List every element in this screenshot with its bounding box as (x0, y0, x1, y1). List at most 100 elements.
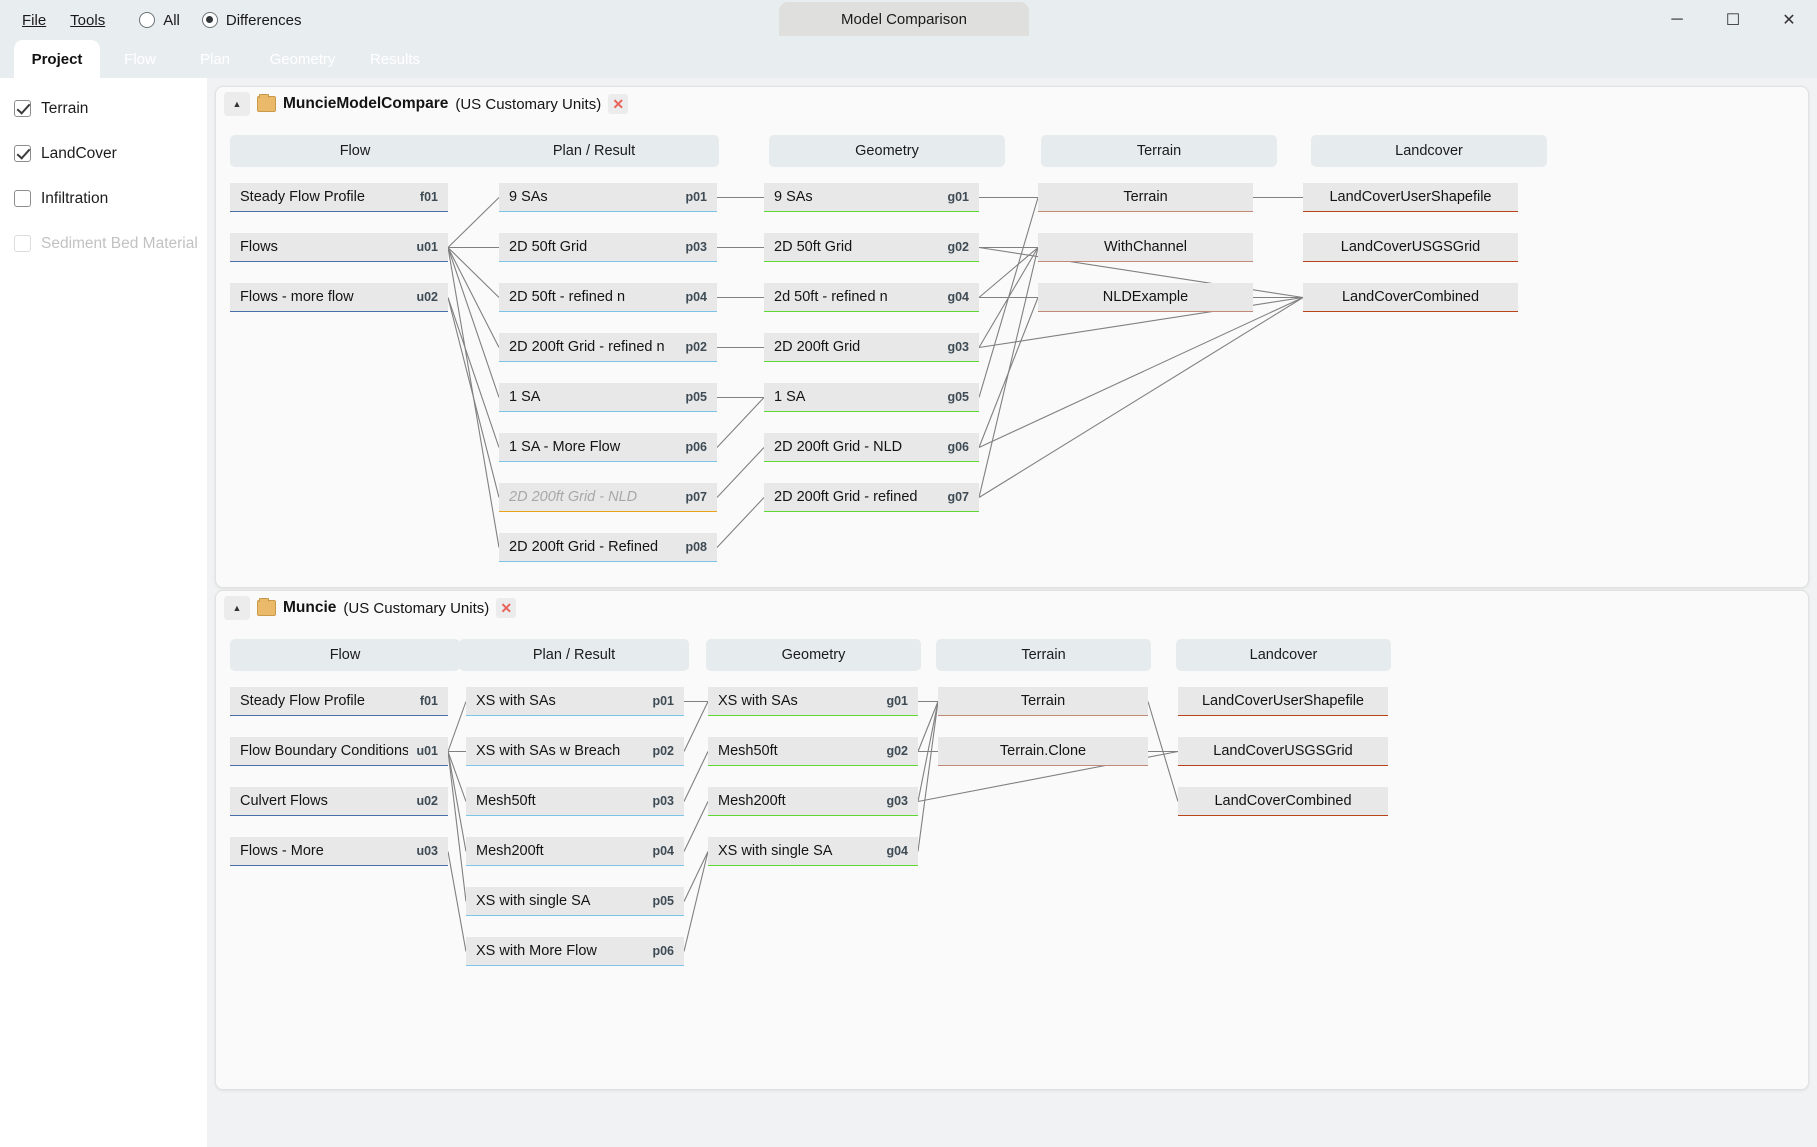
node-label: Terrain (1123, 189, 1168, 205)
tab-label: Geometry (269, 50, 336, 68)
sidebar-item-landcover[interactable]: LandCover (0, 131, 207, 176)
column-header-label: Plan / Result (552, 143, 636, 159)
node-terrain[interactable]: WithChannel (1038, 233, 1253, 262)
chevron-up-icon[interactable]: ▲ (224, 596, 250, 620)
tab-project[interactable]: Project (14, 40, 100, 78)
node-code: g04 (886, 844, 908, 858)
node-landcover[interactable]: LandCoverUSGSGrid (1178, 737, 1388, 766)
node-plan[interactable]: XS with single SA p05 (466, 887, 684, 916)
menu-file[interactable]: File (10, 8, 58, 33)
node-landcover[interactable]: LandCoverCombined (1303, 283, 1518, 312)
checkbox-icon[interactable] (14, 100, 31, 117)
sidebar-item-sediment-bed-material: Sediment Bed Material (0, 221, 207, 266)
node-terrain[interactable]: Terrain (938, 687, 1148, 716)
node-code: g03 (886, 794, 908, 808)
menu-tools-label: Tools (70, 11, 106, 29)
node-label: LandCoverCombined (1341, 289, 1480, 305)
node-terrain[interactable]: Terrain (1038, 183, 1253, 212)
sidebar-item-infiltration[interactable]: Infiltration (0, 176, 207, 221)
radio-differences-label: Differences (225, 11, 302, 29)
node-label: XS with single SA (476, 893, 591, 909)
node-code: u03 (416, 844, 438, 858)
node-label: Steady Flow Profile (240, 693, 365, 709)
panel-close-icon[interactable]: ✕ (608, 94, 629, 114)
node-code: u02 (416, 794, 438, 808)
node-label: 2D 200ft Grid - NLD (509, 489, 638, 505)
checkbox-icon[interactable] (14, 190, 31, 207)
node-landcover[interactable]: LandCoverUSGSGrid (1303, 233, 1518, 262)
tab-label: Plan (199, 50, 231, 68)
node-code: p03 (685, 240, 707, 254)
close-icon[interactable]: ✕ (1782, 12, 1796, 29)
node-code: f01 (419, 694, 438, 708)
column-header-label: Landcover (1395, 143, 1463, 159)
node-label: LandCoverUSGSGrid (1213, 743, 1353, 759)
node-terrain[interactable]: Terrain.Clone (938, 737, 1148, 766)
maximize-icon[interactable]: ☐ (1725, 12, 1741, 29)
radio-all-icon[interactable] (139, 12, 156, 28)
tab-flow[interactable]: Flow (105, 40, 175, 78)
column-header-label: Terrain (1136, 143, 1182, 159)
radio-all[interactable]: All (139, 12, 180, 29)
sidebar-item-terrain[interactable]: Terrain (0, 86, 207, 131)
node-landcover[interactable]: LandCoverUserShapefile (1303, 183, 1518, 212)
column-header-landcover: Landcover (1311, 135, 1547, 167)
node-label: 9 SAs (774, 189, 813, 205)
tab-plan[interactable]: Plan (180, 40, 250, 78)
column-header-label: Landcover (1249, 647, 1318, 663)
chevron-up-icon[interactable]: ▲ (224, 92, 250, 116)
checkbox-icon[interactable] (14, 145, 31, 162)
tab-geometry[interactable]: Geometry (255, 40, 350, 78)
node-code: p05 (652, 894, 674, 908)
tab-label: Flow (124, 50, 156, 68)
node-flow[interactable]: Steady Flow Profile f01 (230, 687, 448, 716)
radio-differences[interactable]: Differences (201, 11, 302, 29)
node-label: Terrain (1020, 693, 1066, 709)
node-landcover[interactable]: LandCoverUserShapefile (1178, 687, 1388, 716)
panel-close-icon[interactable]: ✕ (496, 598, 517, 618)
minimize-icon[interactable]: ─ (1671, 11, 1683, 28)
node-code: g05 (947, 390, 969, 404)
column-header-geometry: Geometry (769, 135, 1005, 167)
panel-header: ▲Muncie(US Customary Units)✕ (216, 591, 517, 625)
node-code: f01 (419, 190, 438, 204)
radio-differences-icon[interactable] (201, 12, 218, 28)
node-landcover[interactable]: LandCoverCombined (1178, 787, 1388, 816)
menu-tools[interactable]: Tools (58, 8, 117, 33)
node-code: u01 (416, 744, 438, 758)
node-terrain[interactable]: NLDExample (1038, 283, 1253, 312)
folder-icon (257, 94, 276, 112)
node-label: Flows (240, 239, 278, 255)
tab-results[interactable]: Results (355, 40, 435, 78)
